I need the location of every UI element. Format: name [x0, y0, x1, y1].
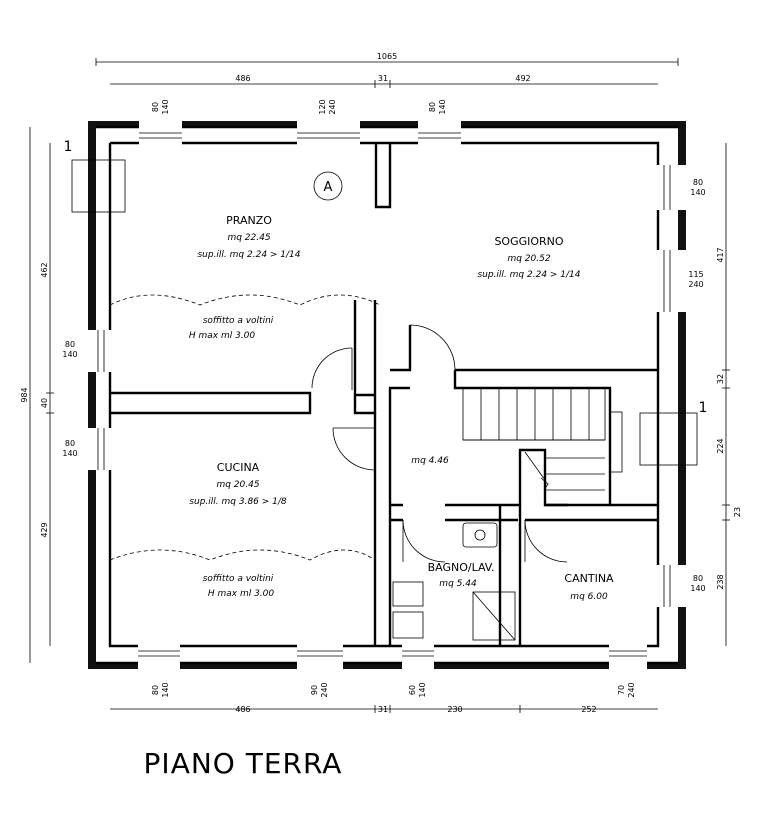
room-area-cantina: mq 6.00 [570, 592, 608, 602]
room-light-cucina: sup.ill. mq 3.86 > 1/8 [189, 497, 287, 507]
perimeter-outer [96, 125, 678, 665]
opening-size-label: 90 [310, 685, 319, 695]
plan-title: PIANO TERRA [144, 747, 343, 780]
dim-left-a: 462 [40, 262, 49, 277]
room-light-pranzo: sup.ill. mq 2.24 > 1/14 [197, 250, 300, 260]
dim-right-c: 224 [716, 438, 725, 453]
section-marker-left: 1 [64, 139, 73, 155]
markers: 1 1 A [64, 139, 708, 416]
opening-size-label: 80 [65, 340, 75, 349]
opening-size-label: 140 [690, 584, 705, 593]
opening-size-label: 80 [151, 685, 160, 695]
door-swings [311, 324, 568, 563]
dim-bottom-left: 486 [235, 705, 250, 714]
dim-bottom-c: 230 [447, 705, 462, 714]
opening-size-label: 140 [161, 99, 170, 114]
vault-note-lower-2: H max ml 3.00 [208, 589, 275, 599]
room-light-soggiorno: sup.ill. mq 2.24 > 1/14 [477, 270, 580, 280]
opening-size-label: 60 [408, 685, 417, 695]
staircase [462, 387, 623, 491]
section-box-right [639, 412, 698, 466]
opening-size-label: 140 [690, 188, 705, 197]
opening-size-label: 240 [688, 280, 703, 289]
opening-size-label: 140 [418, 682, 427, 697]
room-area-disimpegno: mq 4.46 [411, 456, 449, 466]
opening-size-label: 140 [438, 99, 447, 114]
room-name-bagno: BAGNO/LAV. [428, 561, 495, 574]
dim-bottom-right: 252 [581, 705, 596, 714]
dimension-lines [29, 58, 730, 713]
dim-top-mid: 31 [378, 74, 388, 83]
room-name-cucina: CUCINA [217, 461, 260, 474]
dim-top-left: 486 [235, 74, 250, 83]
vault-note-upper-1: soffitto a voltini [203, 316, 274, 326]
section-box-left [71, 159, 126, 213]
point-a-circle [313, 171, 343, 201]
opening-size-label: 115 [688, 270, 703, 279]
dimension-labels: 1065 486 31 492 486 31 230 252 984 462 4… [20, 52, 742, 714]
opening-size-label: 240 [320, 682, 329, 697]
dim-left-total: 984 [20, 387, 29, 402]
opening-size-label: 80 [428, 102, 437, 112]
vault-outline [109, 294, 381, 561]
opening-size-label: 80 [65, 439, 75, 448]
dim-top-total: 1065 [377, 52, 397, 61]
opening-size-label: 80 [693, 574, 703, 583]
window-frames [97, 132, 671, 657]
opening-size-label: 140 [62, 350, 77, 359]
opening-labels: 80 140 120 240 80 140 80 140 90 240 60 1… [62, 99, 705, 697]
room-labels: PRANZO mq 22.45 sup.ill. mq 2.24 > 1/14 … [189, 214, 614, 602]
dim-left-b: 40 [40, 398, 49, 408]
room-name-soggiorno: SOGGIORNO [494, 235, 563, 248]
opening-size-label: 80 [693, 178, 703, 187]
dim-right-d: 23 [733, 507, 742, 517]
opening-size-label: 240 [627, 682, 636, 697]
bathroom-fixtures [392, 522, 516, 641]
dim-right-b: 32 [716, 374, 725, 384]
perimeter-inner [108, 141, 660, 648]
room-area-pranzo: mq 22.45 [227, 233, 270, 243]
opening-size-label: 240 [328, 99, 337, 114]
dim-top-right: 492 [515, 74, 530, 83]
room-area-bagno: mq 5.44 [439, 579, 477, 589]
room-name-cantina: CANTINA [564, 572, 614, 585]
dim-right-e: 238 [716, 574, 725, 589]
room-area-cucina: mq 20.45 [216, 480, 259, 490]
opening-size-label: 140 [161, 682, 170, 697]
dim-left-c: 429 [40, 522, 49, 537]
dim-right-a: 417 [716, 247, 725, 262]
exterior-walls [86, 119, 688, 671]
dim-bottom-mid: 31 [378, 705, 388, 714]
vault-note-upper-2: H max ml 3.00 [189, 331, 256, 341]
opening-size-label: 80 [151, 102, 160, 112]
vault-note-lower-1: soffitto a voltini [203, 574, 274, 584]
opening-size-label: 120 [318, 99, 327, 114]
room-name-pranzo: PRANZO [226, 214, 272, 227]
point-a-label: A [324, 180, 333, 195]
section-marker-right: 1 [699, 400, 708, 416]
room-area-soggiorno: mq 20.52 [507, 254, 550, 264]
interior-walls [110, 143, 658, 646]
opening-size-label: 70 [617, 685, 626, 695]
opening-size-label: 140 [62, 449, 77, 458]
